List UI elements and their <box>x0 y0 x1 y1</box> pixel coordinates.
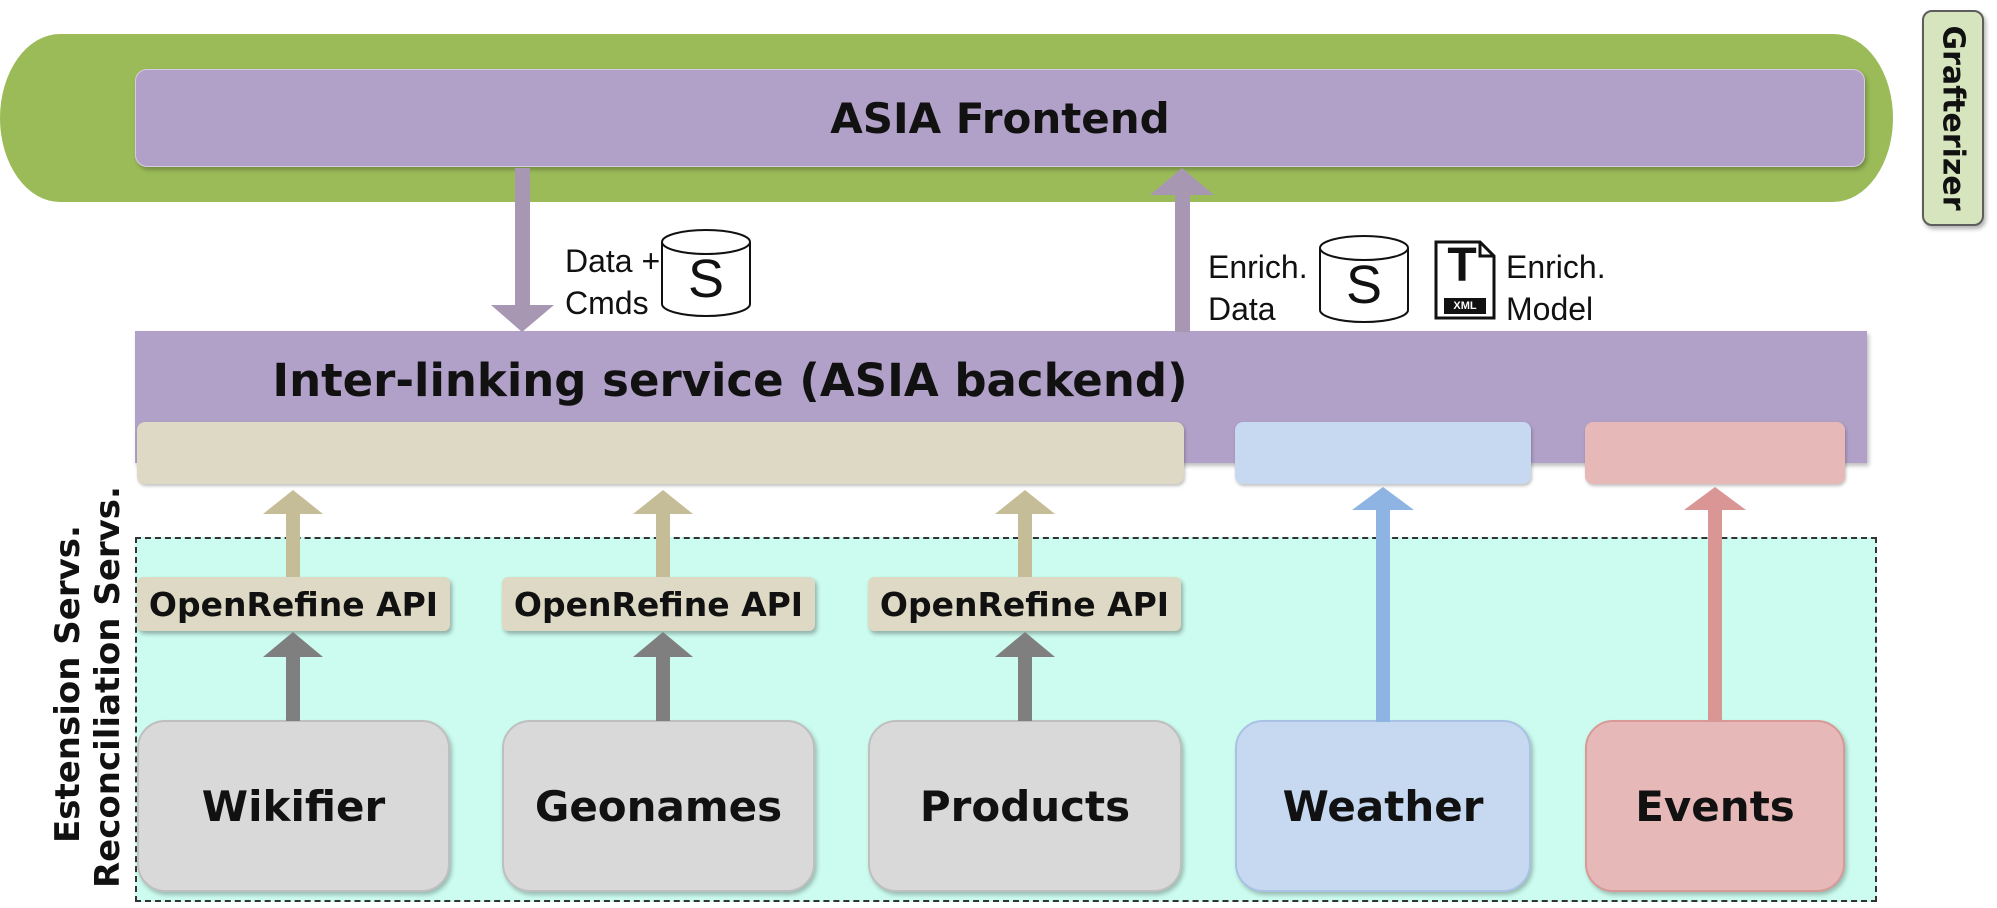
xml-document-icon: T XML <box>1434 239 1496 320</box>
xml-document-letter: T <box>1447 239 1477 292</box>
service-geonames[interactable]: Geonames <box>502 720 815 892</box>
enrich-data-store-icon: S <box>1318 234 1410 324</box>
service-wikifier[interactable]: Wikifier <box>137 720 450 892</box>
asia-backend-title: Inter-linking service (ASIA backend) <box>272 353 1188 407</box>
asia-frontend-title: ASIA Frontend <box>830 93 1170 143</box>
asia-frontend-box[interactable]: ASIA Frontend <box>135 69 1865 167</box>
service-label: Geonames <box>534 781 783 831</box>
service-label: Weather <box>1282 781 1484 831</box>
service-weather[interactable]: Weather <box>1235 720 1531 892</box>
service-label: Events <box>1635 781 1795 831</box>
service-events[interactable]: Events <box>1585 720 1845 892</box>
openrefine-api-label: OpenRefine API <box>513 584 804 624</box>
data-cmds-label: Data + Cmds <box>565 243 661 321</box>
openrefine-api-box-2[interactable]: OpenRefine API <box>502 577 815 631</box>
arrow-events-to-backend <box>1684 487 1746 722</box>
openrefine-api-label: OpenRefine API <box>148 584 439 624</box>
arrow-frontend-to-backend <box>491 168 554 332</box>
arrow-weather-to-backend <box>1352 487 1414 722</box>
arrow-products-to-api <box>995 632 1055 721</box>
arrow-api-to-backend-1 <box>263 490 323 577</box>
backend-events-connector <box>1585 422 1845 484</box>
backend-weather-connector <box>1235 422 1531 484</box>
arrow-api-to-backend-2 <box>633 490 693 577</box>
grafterizer-box[interactable]: Grafterizer <box>1922 10 1984 226</box>
xml-badge: XML <box>1453 300 1477 312</box>
service-products[interactable]: Products <box>868 720 1182 892</box>
service-label: Wikifier <box>201 781 386 831</box>
arrow-backend-to-frontend <box>1150 168 1214 332</box>
arrow-api-to-backend-3 <box>995 490 1055 577</box>
enrich-model-label: Enrich. Model <box>1506 249 1606 327</box>
backend-reconciliation-connector <box>137 422 1184 484</box>
openrefine-api-label: OpenRefine API <box>879 584 1170 624</box>
data-store-icon: S <box>660 228 752 318</box>
openrefine-api-box-3[interactable]: OpenRefine API <box>868 577 1181 631</box>
arrow-geonames-to-api <box>633 632 693 721</box>
service-label: Products <box>919 781 1131 831</box>
arrow-wikifier-to-api <box>263 632 323 721</box>
enrich-data-label: Enrich. Data <box>1208 249 1308 327</box>
openrefine-api-box-1[interactable]: OpenRefine API <box>137 577 450 631</box>
